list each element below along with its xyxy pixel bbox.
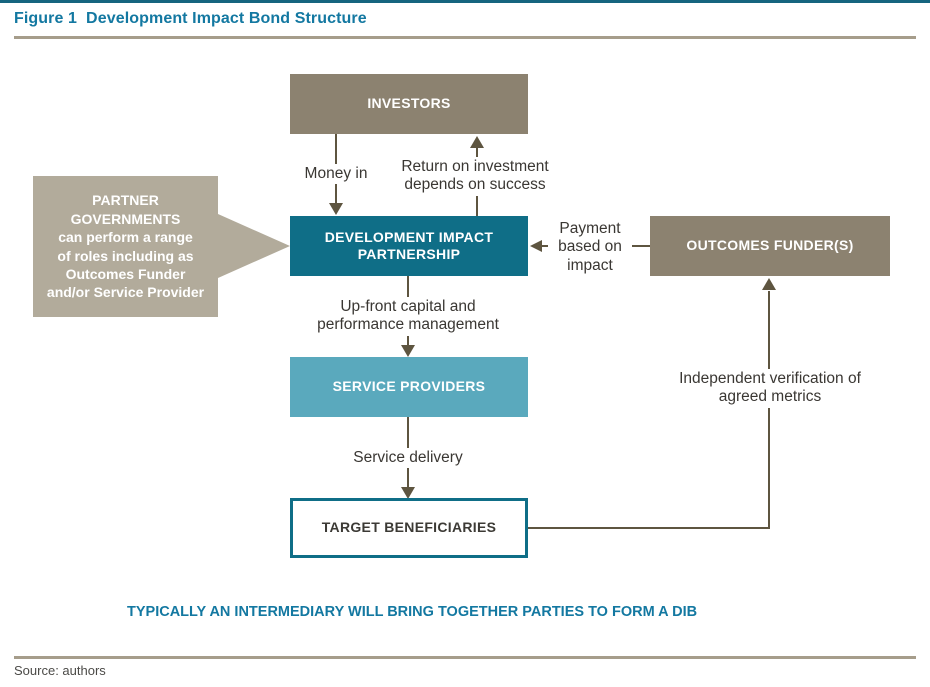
source-rule: [14, 656, 916, 659]
payment-label: Payment based on impact: [548, 219, 632, 276]
verification-label: Independent verification of agreed metri…: [675, 369, 865, 408]
title-rule: [14, 36, 916, 39]
outcomes-funder-label: OUTCOMES FUNDER(S): [686, 237, 854, 254]
service-providers-box: SERVICE PROVIDERS: [290, 357, 528, 417]
service-delivery-label: Service delivery: [348, 448, 468, 469]
source-text: Source: authors: [14, 663, 106, 678]
upfront-label: Up-front capital and performance managem…: [308, 297, 508, 336]
target-beneficiaries-box: TARGET BENEFICIARIES: [290, 498, 528, 558]
partner-governments-title: PARTNER GOVERNMENTS: [70, 192, 181, 227]
partnership-label: DEVELOPMENT IMPACT PARTNERSHIP: [324, 228, 494, 263]
callout-pointer-icon: [218, 214, 290, 278]
investors-box: INVESTORS: [290, 74, 528, 134]
investors-label: INVESTORS: [367, 95, 451, 112]
figure-title-text: Development Impact Bond Structure: [86, 10, 367, 27]
verification-connector-horizontal: [528, 527, 770, 529]
outcomes-funder-box: OUTCOMES FUNDER(S): [650, 216, 890, 276]
upfront-arrowhead-icon: [401, 345, 415, 357]
return-label: Return on investment depends on success: [385, 157, 565, 196]
money-in-arrowhead-icon: [329, 203, 343, 215]
bottom-rule: [0, 0, 930, 3]
return-arrowhead-icon: [470, 136, 484, 148]
service-providers-label: SERVICE PROVIDERS: [332, 378, 486, 395]
money-in-label: Money in: [293, 164, 379, 185]
partnership-box: DEVELOPMENT IMPACT PARTNERSHIP: [290, 216, 528, 276]
target-beneficiaries-label: TARGET BENEFICIARIES: [321, 519, 497, 536]
partner-governments-description: can perform a range of roles including a…: [46, 229, 205, 301]
payment-arrow-tail: [624, 245, 651, 247]
verification-arrowhead-icon: [762, 278, 776, 290]
figure-caption: TYPICALLY AN INTERMEDIARY WILL BRING TOG…: [127, 604, 698, 620]
service-delivery-arrowhead-icon: [401, 487, 415, 499]
partner-governments-callout: PARTNER GOVERNMENTS can perform a range …: [33, 176, 218, 317]
verification-connector-vertical: [768, 291, 770, 529]
payment-arrowhead-icon: [530, 240, 542, 252]
figure-number: Figure 1: [14, 10, 78, 27]
figure-title: Figure 1 Development Impact Bond Structur…: [14, 10, 367, 28]
